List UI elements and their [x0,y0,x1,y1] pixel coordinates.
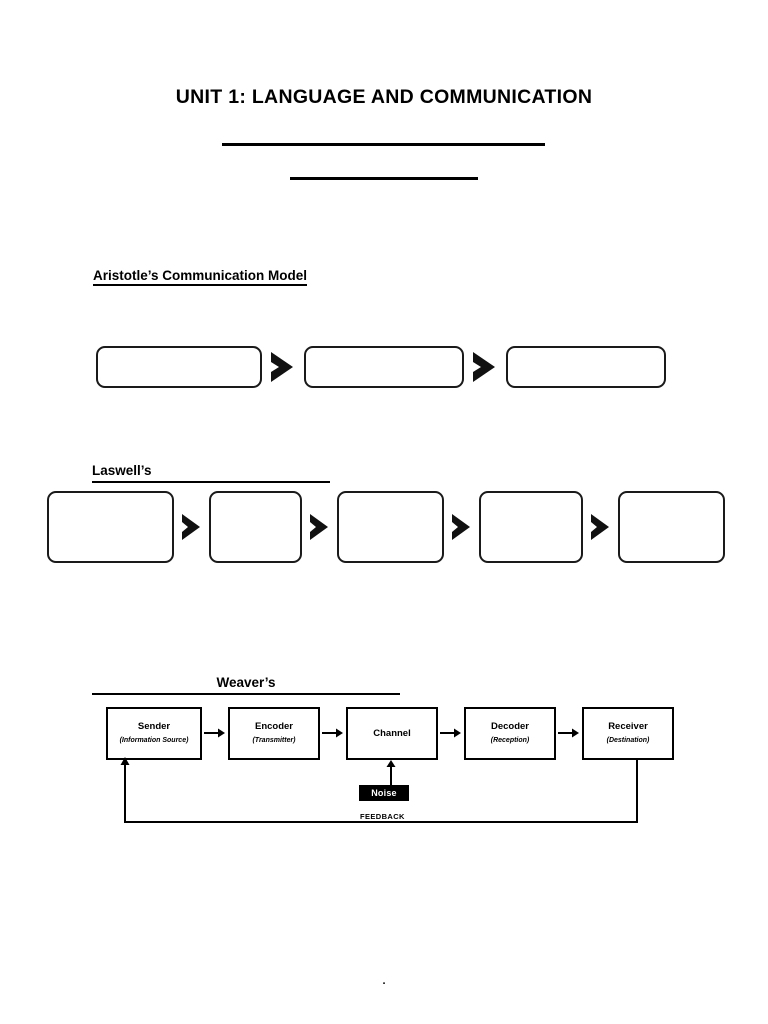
title-blank-line-1 [222,143,545,146]
laswell-box-4[interactable] [479,491,583,563]
heading-laswell-text: Laswell’s [92,463,152,478]
page-title: UNIT 1: LANGUAGE AND COMMUNICATION [175,86,593,108]
chevron-right-icon [262,346,304,388]
laswell-box-5[interactable] [618,491,725,563]
chevron-right-icon [302,491,337,563]
chevron-right-icon [583,491,618,563]
aristotle-box-1[interactable] [96,346,262,388]
aristotle-flow-row [96,346,666,388]
weaver-channel-title: Channel [373,727,411,739]
arrow-up-icon [384,760,398,785]
weaver-encoder-subtitle: (Transmitter) [252,737,296,745]
heading-aristotle-model: Aristotle’s Communication Model [93,268,308,286]
feedback-line-right [636,760,638,823]
chevron-right-icon [174,491,209,563]
weaver-box-decoder[interactable]: Decoder (Reception) [464,707,556,760]
heading-weaver-model: Weaver’s [92,674,400,695]
weaver-box-encoder[interactable]: Encoder (Transmitter) [228,707,320,760]
chevron-right-icon [444,491,479,563]
weaver-receiver-title: Receiver [608,721,648,733]
footer-period-mark: . [382,975,386,987]
arrow-right-icon [322,727,344,739]
weaver-sender-subtitle: (Information Source) [119,737,189,745]
weaver-decoder-subtitle: (Reception) [490,737,530,745]
aristotle-box-3[interactable] [506,346,666,388]
laswell-flow-row [47,491,725,563]
laswell-box-1[interactable] [47,491,174,563]
weaver-feedback-label: FEEDBACK [360,812,405,821]
weaver-shannon-diagram: Sender (Information Source) Encoder (Tra… [92,700,674,835]
chevron-right-icon [464,346,506,388]
weaver-box-channel[interactable]: Channel [346,707,438,760]
aristotle-box-2[interactable] [304,346,464,388]
laswell-box-3[interactable] [337,491,444,563]
arrow-right-icon [204,727,226,739]
laswell-box-2[interactable] [209,491,302,563]
weaver-sender-title: Sender [137,721,171,733]
arrow-right-icon [440,727,462,739]
heading-laswell-model: Laswell’s [92,462,330,483]
feedback-line-bottom [124,821,638,823]
title-blank-line-2 [290,177,478,180]
arrow-up-icon [118,756,132,823]
weaver-noise-box[interactable]: Noise [359,785,409,801]
weaver-box-receiver[interactable]: Receiver (Destination) [582,707,674,760]
weaver-decoder-title: Decoder [490,721,529,733]
arrow-right-icon [558,727,580,739]
weaver-encoder-title: Encoder [254,721,293,733]
weaver-box-sender[interactable]: Sender (Information Source) [106,707,202,760]
weaver-receiver-subtitle: (Destination) [606,737,650,745]
heading-weaver-text: Weaver’s [216,675,276,690]
